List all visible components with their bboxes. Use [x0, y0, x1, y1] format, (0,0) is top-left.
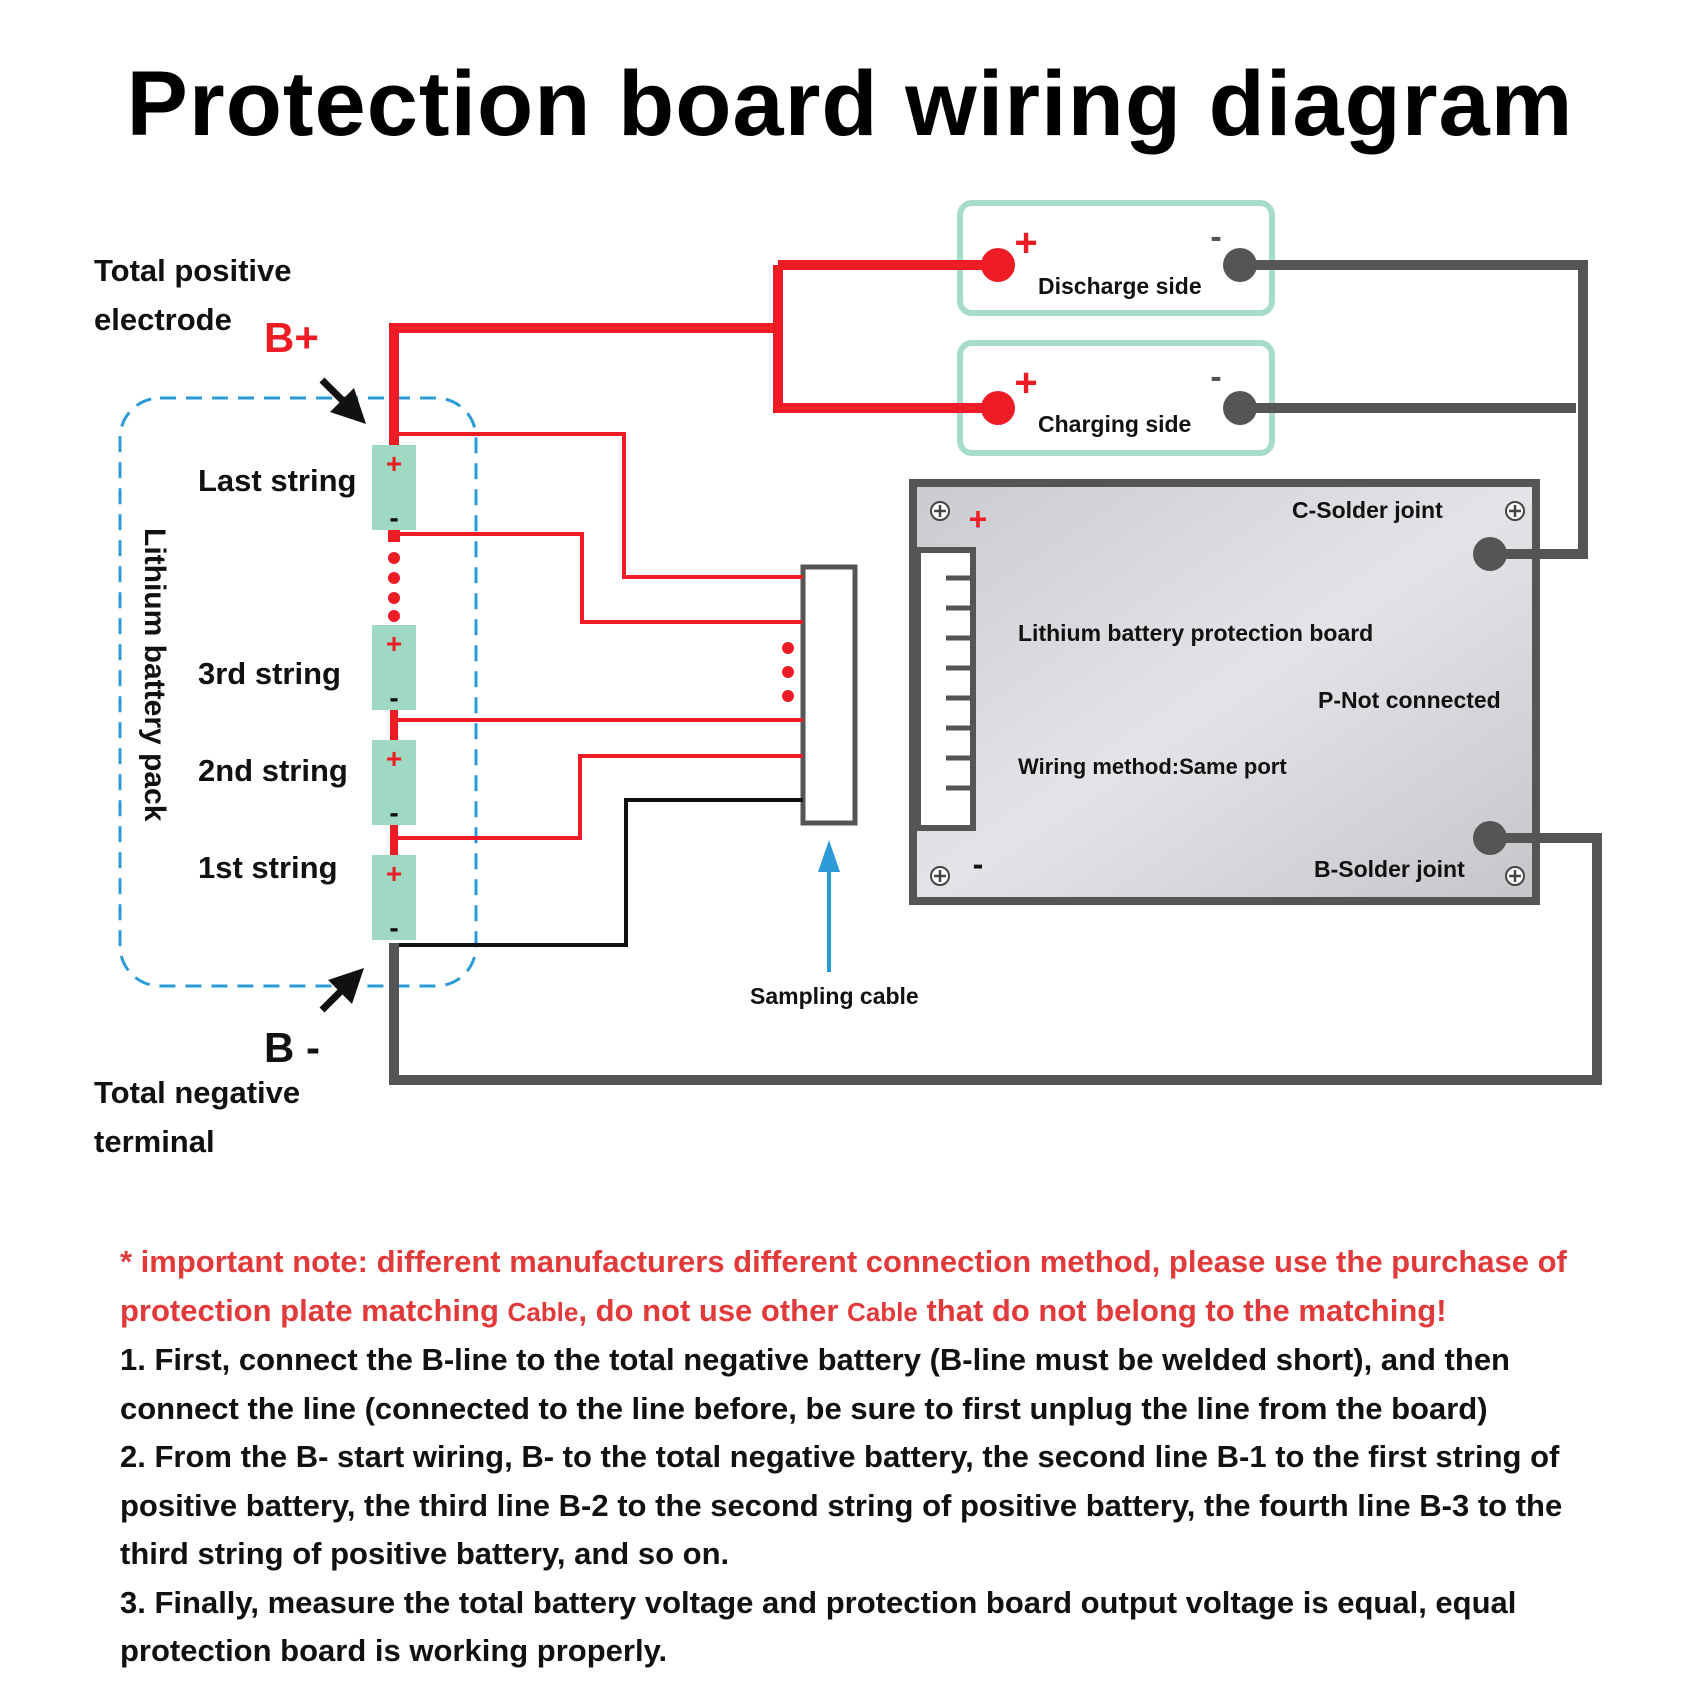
terminal-dots: [981, 248, 1507, 855]
board-screw-crosses: [934, 505, 1521, 882]
discharge-side-label: Discharge side: [1038, 273, 1202, 299]
battery-pack-outline: [118, 396, 478, 988]
discharge-port-box: [957, 200, 1275, 316]
step-3: 3. Finally, measure the total battery vo…: [120, 1584, 1517, 1669]
svg-text:-: -: [973, 846, 984, 882]
svg-text:+: +: [386, 858, 402, 889]
svg-text:-: -: [389, 912, 398, 943]
b-plus-label: B+: [264, 314, 319, 361]
page-title: Protection board wiring diagram: [126, 53, 1574, 155]
total-positive-label-2: electrode: [94, 302, 232, 337]
svg-text:-: -: [389, 682, 398, 713]
instructions: * important note: different manufacturer…: [120, 1238, 1600, 1676]
port-polarity: + + - - + -: [969, 218, 1222, 882]
c-solder-joint-label: C-Solder joint: [1292, 497, 1443, 523]
svg-text:+: +: [386, 448, 402, 479]
svg-text:-: -: [389, 797, 398, 828]
positive-main-wire: [389, 260, 998, 446]
total-positive-label-1: Total positive: [94, 253, 292, 288]
step-1: 1. First, connect the B-line to the tota…: [120, 1342, 1510, 1426]
charging-port-box: [957, 340, 1275, 456]
svg-text:+: +: [386, 743, 402, 774]
third-string-label: 3rd string: [198, 656, 341, 691]
board-connector-pins: [946, 575, 976, 791]
p-not-connected-label: P-Not connected: [1318, 687, 1501, 713]
total-negative-label-1: Total negative: [94, 1075, 300, 1110]
battery-cells: [372, 445, 416, 940]
second-string-label: 2nd string: [198, 753, 348, 788]
negative-wires: [389, 260, 1602, 1085]
cell-continuation-dots: [388, 530, 400, 622]
sampling-dots: [782, 642, 794, 702]
sampling-connector: [800, 564, 858, 826]
b-solder-joint-label: B-Solder joint: [1314, 856, 1465, 882]
battery-pack-label: Lithium battery pack: [138, 528, 171, 822]
wiring-method-label: Wiring method:Same port: [1018, 754, 1287, 779]
svg-text:+: +: [969, 501, 988, 537]
board-label: Lithium battery protection board: [1018, 620, 1373, 646]
board-connector: [915, 547, 976, 831]
important-note: * important note: different manufacturer…: [120, 1244, 1567, 1328]
step-2: 2. From the B- start wiring, B- to the t…: [120, 1439, 1563, 1571]
svg-text:+: +: [1014, 221, 1037, 265]
sampling-cable-arrow: [818, 840, 840, 972]
cell-polarity: + - + - + - + -: [386, 448, 402, 943]
protection-board: [909, 479, 1540, 905]
svg-text:+: +: [386, 628, 402, 659]
first-string-label: 1st string: [198, 850, 338, 885]
b-minus-arrow: [319, 968, 364, 1013]
last-string-label: Last string: [198, 463, 356, 498]
svg-text:+: +: [1014, 361, 1037, 405]
sampling-wires: [394, 432, 803, 947]
b-minus-label: B -: [264, 1024, 320, 1071]
total-negative-label-2: terminal: [94, 1124, 215, 1159]
b-plus-arrow: [319, 377, 366, 424]
sampling-cable-label: Sampling cable: [750, 983, 919, 1009]
svg-text:-: -: [1210, 218, 1221, 256]
svg-text:-: -: [389, 502, 398, 533]
charging-side-label: Charging side: [1038, 411, 1191, 437]
svg-text:-: -: [1210, 358, 1221, 396]
